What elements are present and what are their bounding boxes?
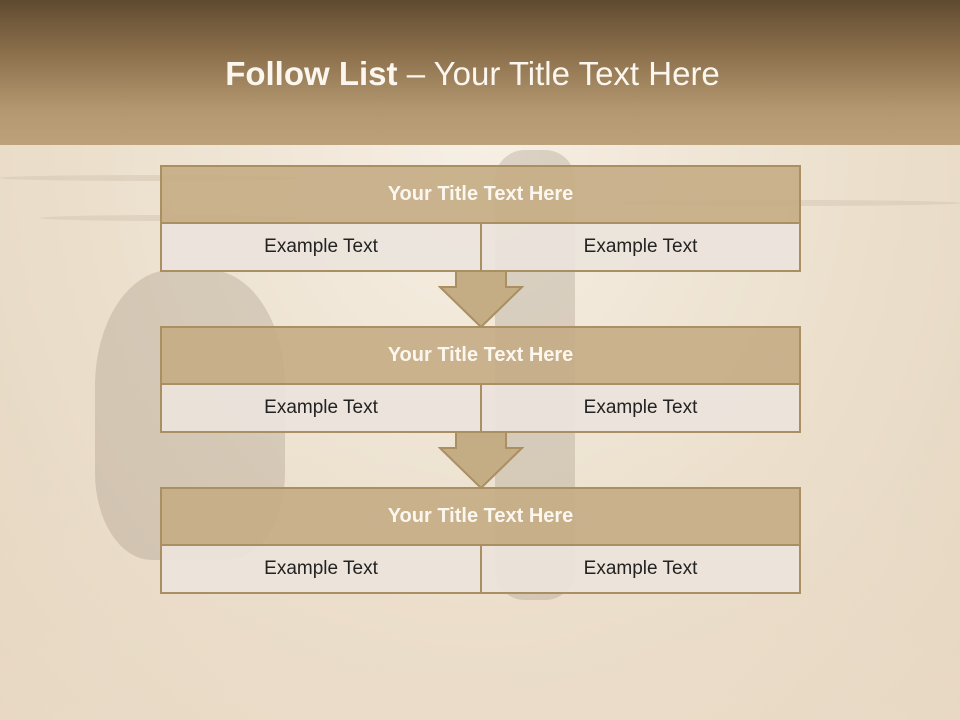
step-cell-left: Example Text <box>160 383 482 433</box>
slide-title: Follow List – Your Title Text Here <box>0 55 945 93</box>
down-arrow-icon <box>438 271 524 329</box>
slide-title-bold: Follow List <box>225 55 398 92</box>
step-cell-right: Example Text <box>480 383 801 433</box>
slide-header: Follow List – Your Title Text Here <box>0 0 960 145</box>
step-cell-left: Example Text <box>160 222 482 272</box>
step-cell-left: Example Text <box>160 544 482 594</box>
step-cell-right: Example Text <box>480 222 801 272</box>
step-title-bar: Your Title Text Here <box>160 487 801 546</box>
down-arrow-icon <box>438 432 524 490</box>
step-title-bar: Your Title Text Here <box>160 326 801 385</box>
slide-title-rest: – Your Title Text Here <box>397 55 720 92</box>
step-cell-right: Example Text <box>480 544 801 594</box>
step-title-bar: Your Title Text Here <box>160 165 801 224</box>
wave-decoration <box>0 175 300 181</box>
